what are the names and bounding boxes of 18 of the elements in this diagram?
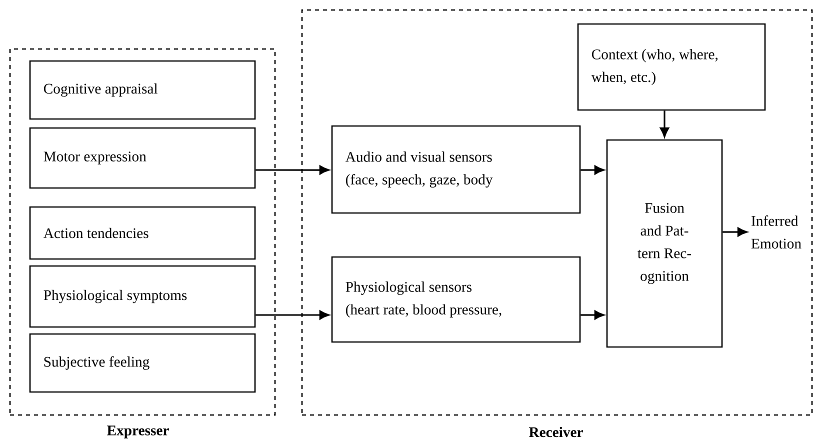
group-label: Receiver [528,426,583,438]
process-box: Action tendencies [29,206,256,260]
output-label: Inferred Emotion [751,215,802,249]
process-box: Audio and visual sensors (face, speech, gaze, body [331,125,581,214]
arrow [580,310,604,320]
process-box: Cognitive appraisal [29,60,256,120]
process-box: Physiological symptoms [29,265,256,328]
process-box: Subjective feeling [29,333,256,393]
arrow [660,110,670,138]
process-box: Fusion and Pat- tern Rec- ognition [606,139,723,348]
process-box: Physiological sensors (heart rate, blood pressure, [331,256,581,343]
arrow [256,310,330,320]
arrow [256,165,330,175]
process-box: Motor expression [29,127,256,189]
arrow [580,165,604,175]
group-label: Expresser [107,426,169,438]
process-box: Context (who, where, when, etc.) [577,23,766,111]
arrow [722,227,748,237]
